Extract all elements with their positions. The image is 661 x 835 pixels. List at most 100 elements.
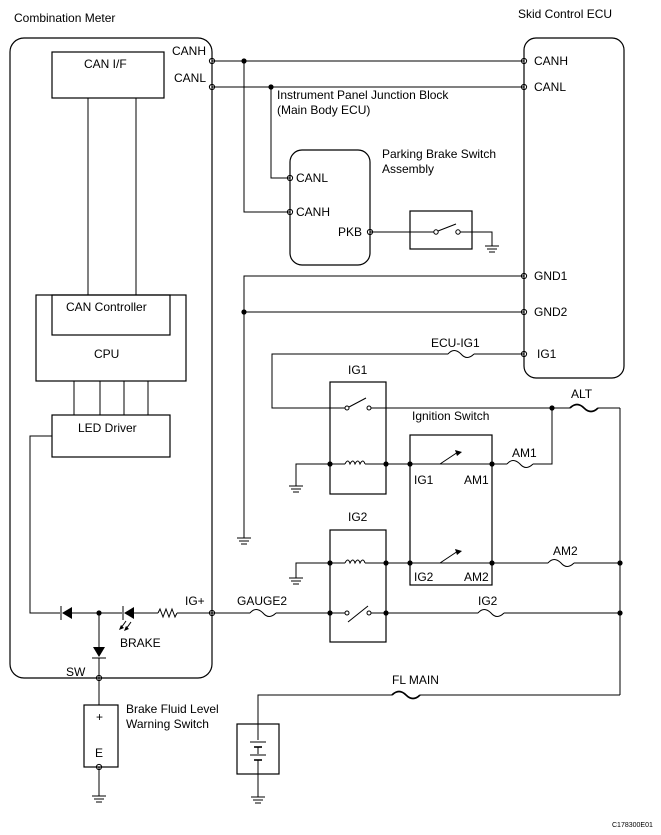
junction-dot [489,461,495,467]
gnd1-label: GND1 [534,269,568,283]
diode-1 [62,607,72,619]
led-light-arrows-icon [119,620,132,631]
ecu-ig1-terminal-label: IG1 [537,347,557,361]
relay-contact [344,405,350,411]
bfl-plus-label: + [96,710,103,724]
wire-am1 [533,408,553,465]
fuse-alt [569,403,599,413]
terminal [520,272,528,280]
bfl-e-label: E [95,746,103,760]
ignition-switch-box [409,434,493,586]
am2-fuse-label: AM2 [553,544,578,558]
ign-ig2-label: IG2 [414,570,434,584]
ijb-box [289,149,371,266]
skid-control-ecu-box [523,37,625,379]
gnd2-label: GND2 [534,305,568,319]
ign-ig1-label: IG1 [414,473,434,487]
junction-dot [383,560,389,566]
ijb-label-line2: (Main Body ECU) [277,103,370,117]
cpu-label: CPU [94,347,119,361]
fuse-am2 [547,559,575,567]
junction-dot [327,461,333,467]
bfl-label-line1: Brake Fluid Level [126,702,219,716]
ign-ig1-arrow [455,450,462,456]
terminal [286,208,294,216]
wire-ecu-ig1-to-relay [271,353,448,409]
ig2-relay-blade [347,605,369,623]
pbs-contact [455,229,461,235]
ijb-canh-label: CANH [296,205,330,219]
ign-ig2-arrow [455,549,462,555]
can-if-box [51,51,165,99]
junction-dot [327,560,333,566]
skid-control-ecu-label: Skid Control ECU [518,7,612,21]
terminal [520,83,528,91]
ecu-canh-label: CANH [534,54,568,68]
junction-dot [407,560,413,566]
ground-icon [251,796,265,804]
ign-am1-label: AM1 [464,473,489,487]
ig1-relay-label: IG1 [348,363,368,377]
ijb-canl-label: CANL [296,171,328,185]
junction-dot [327,610,333,616]
brake-label: BRAKE [120,636,161,650]
resistor [157,607,178,619]
can-controller-label: CAN Controller [66,300,147,314]
ig1-relay-box [329,381,387,495]
gauge2-label: GAUGE2 [237,594,287,608]
battery-icon [250,741,266,761]
diode-2 [93,647,105,657]
ig-plus-label: IG+ [185,594,205,608]
ijb-label-line1: Instrument Panel Junction Block [277,88,449,102]
wire-led-driver-left [29,435,60,614]
junction-dot [268,84,274,90]
terminal [366,228,374,236]
junction-dot [407,461,413,467]
bfl-label-line2: Warning Switch [126,717,209,731]
terminal [95,674,103,682]
ground-icon [485,245,499,253]
ecu-canl-label: CANL [534,80,566,94]
junction-dot [241,58,247,64]
terminal [286,174,294,182]
fuse-gauge2 [249,609,277,617]
ig2-relay-box [329,529,387,643]
ground-icon [289,577,303,585]
ign-am2-label: AM2 [464,570,489,584]
wire-ig1-coil-ground [295,463,345,486]
wire-fl-main-left [257,694,392,740]
terminal [520,350,528,358]
am1-fuse-label: AM1 [512,446,537,460]
pbs-label-line1: Parking Brake Switch [382,147,496,161]
junction-dot [383,610,389,616]
ign-ig1-blade [439,451,459,465]
fuse-fl-main [391,690,421,700]
ign-ig2-blade [439,550,459,564]
relay-contact [344,610,350,616]
figure-code-label: C178300E01 [612,822,653,829]
wire-pbs-ground [472,231,493,246]
can-if-label: CAN I/F [84,57,127,71]
junction-dot [241,309,247,315]
brake-led [124,607,134,619]
terminal [95,763,103,771]
ignition-switch-label: Ignition Switch [412,409,489,423]
parking-brake-switch-box [409,210,473,250]
junction-dot [489,560,495,566]
pbs-blade [437,223,457,232]
ig2-relay-label: IG2 [348,510,368,524]
pbs-contact [433,229,439,235]
sw-label: SW [66,665,86,679]
combination-meter-box [9,37,213,679]
combination-meter-label: Combination Meter [14,11,115,25]
ig2-fuse-label: IG2 [478,594,498,608]
ground-icon [289,485,303,493]
ig1-relay-blade [348,397,367,408]
terminal [520,308,528,316]
terminal [208,57,216,65]
ground-icon [92,795,106,803]
pbs-label-line2: Assembly [382,162,434,176]
alt-label: ALT [571,387,593,401]
wire-canh-to-ijb [243,61,290,213]
